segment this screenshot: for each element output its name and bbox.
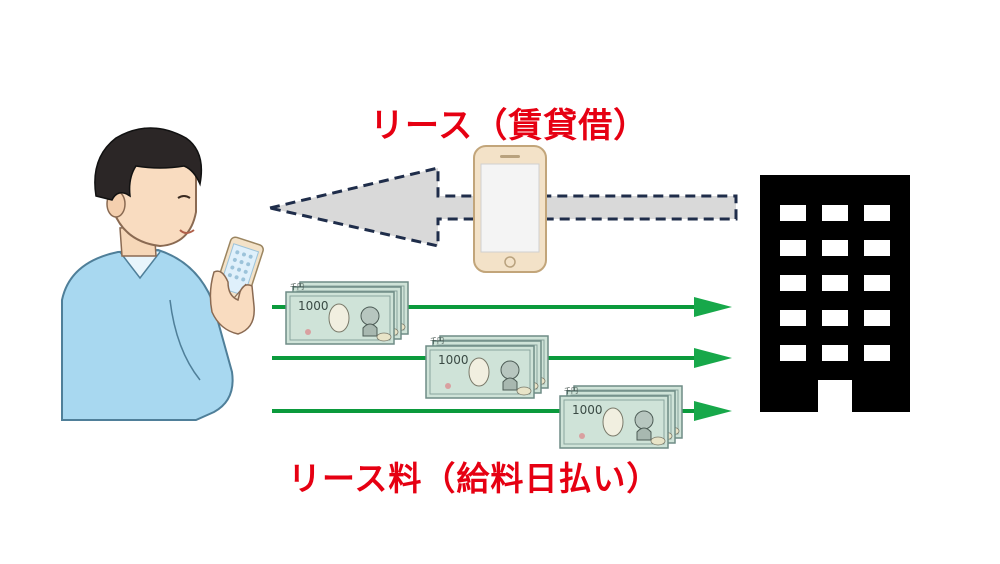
person-icon [61,127,264,421]
banknote-small-text: 千円 [564,386,578,395]
banknote-stack-2: 1000 千円 [425,335,549,399]
lease-label: リース（賃貸借） [370,106,649,146]
smartphone-icon [473,145,547,273]
banknote-stack-1: 1000 千円 [285,281,409,345]
banknote-denomination: 1000 [438,353,469,367]
banknote-denomination: 1000 [572,403,603,417]
lease-fee-label: リース料（給料日払い） [288,459,661,498]
banknote-small-text: 千円 [430,336,444,345]
building-icon [760,175,910,412]
banknote-stack-3: 1000 千円 [559,385,683,449]
banknote-small-text: 千円 [290,282,304,291]
banknote-denomination: 1000 [298,299,329,313]
